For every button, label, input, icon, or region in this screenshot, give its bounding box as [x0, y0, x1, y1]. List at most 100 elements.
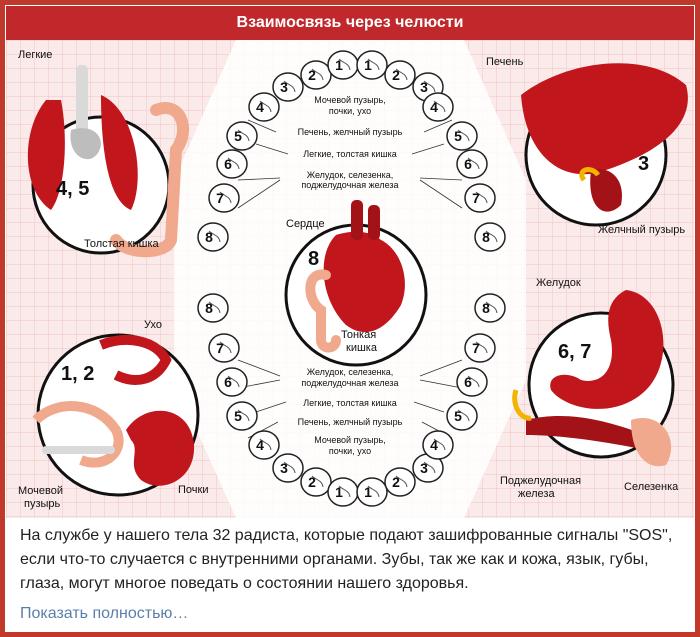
lower-tooth-crease [433, 438, 446, 451]
liver-label: Печень [486, 56, 524, 68]
upper-tooth-crease [227, 157, 240, 170]
lungs-illustration [27, 65, 190, 258]
upper-tooth-crease [467, 157, 480, 170]
lower-tooth: 7 [464, 333, 496, 363]
lower-tooth: 5 [446, 401, 478, 431]
lower-tooth: 1 [356, 477, 388, 507]
upper-tooth-shape [446, 121, 478, 151]
upper-tooth-crease [485, 230, 498, 243]
lower-tooth-number: 7 [216, 340, 224, 356]
lower-tooth-crease [219, 341, 232, 354]
upper-tooth-shape [384, 60, 416, 90]
upper-tooth-shape [474, 222, 506, 252]
lower-tooth: 7 [208, 333, 240, 363]
upper-tooth-number: 1 [364, 57, 372, 73]
lower-tooth-number: 5 [234, 408, 242, 424]
upper-tooth-crease [367, 58, 380, 71]
upper-tooth-shape [327, 50, 359, 80]
liver-number: 3 [638, 153, 649, 175]
lower-tooth-number: 8 [482, 300, 490, 316]
lower-tooth-crease [423, 461, 436, 474]
upper-tooth-number: 6 [224, 156, 232, 172]
upper-tooth: 8 [474, 222, 506, 252]
upper-tooth-crease [457, 129, 470, 142]
lower-tooth-shape [356, 477, 388, 507]
upper-tooth-number: 4 [430, 99, 438, 115]
lower-tooth-crease [283, 461, 296, 474]
pancreas-label-2: железа [518, 488, 555, 500]
upper-tooth-shape [208, 183, 240, 213]
kidneys-label: Почки [178, 484, 208, 496]
lower-tooth-shape [226, 401, 258, 431]
upper-row-4: Легкие, толстая кишка [303, 149, 396, 159]
pancreas-label-1: Поджелудочная [500, 475, 581, 487]
ear-kidney-illustration [32, 335, 195, 486]
upper-row-6: поджелудочная железа [301, 180, 398, 190]
lower-tooth-number: 4 [430, 437, 438, 453]
show-more-link[interactable]: Показать полностью… [20, 605, 189, 622]
upper-tooth: 5 [446, 121, 478, 151]
upper-tooth: 8 [197, 222, 229, 252]
upper-tooth-crease [219, 191, 232, 204]
spleen-label: Селезенка [624, 481, 679, 493]
upper-tooth-number: 7 [216, 190, 224, 206]
upper-tooth-number: 4 [256, 99, 264, 115]
upper-tooth: 2 [300, 60, 332, 90]
lower-tooth-number: 1 [335, 484, 343, 500]
lower-tooth-number: 6 [464, 374, 472, 390]
lower-tooth: 5 [226, 401, 258, 431]
heart-label: Сердце [286, 218, 325, 230]
lower-tooth: 4 [248, 430, 280, 460]
upper-tooth-number: 7 [472, 190, 480, 206]
lower-tooth-shape [446, 401, 478, 431]
upper-row-5: Желудок, селезенка, [307, 170, 393, 180]
lower-tooth-crease [367, 485, 380, 498]
upper-row-1: Мочевой пузырь, [314, 95, 385, 105]
lower-tooth-shape [384, 467, 416, 497]
upper-tooth-shape [216, 149, 248, 179]
upper-tooth-number: 6 [464, 156, 472, 172]
upper-tooth-number: 5 [454, 128, 462, 144]
upper-tooth-number: 3 [420, 79, 428, 95]
upper-tooth: 6 [456, 149, 488, 179]
colon-label: Толстая кишка [84, 238, 160, 250]
lower-tooth-crease [227, 375, 240, 388]
upper-tooth-crease [475, 191, 488, 204]
lower-tooth-crease [457, 409, 470, 422]
upper-tooth-shape [300, 60, 332, 90]
heart-illustration [305, 200, 405, 353]
upper-tooth-shape [248, 92, 280, 122]
heart-number: 8 [308, 248, 319, 270]
lower-tooth-crease [395, 475, 408, 488]
lower-tooth: 2 [384, 467, 416, 497]
lower-tooth: 8 [197, 293, 229, 323]
lower-tooth-number: 2 [392, 474, 400, 490]
lower-tooth: 8 [474, 293, 506, 323]
lower-tooth-number: 2 [308, 474, 316, 490]
lower-tooth-shape [464, 333, 496, 363]
upper-tooth-shape [226, 121, 258, 151]
lower-row-6: почки, ухо [329, 446, 371, 456]
lower-tooth-number: 6 [224, 374, 232, 390]
upper-tooth-number: 2 [308, 67, 316, 83]
lower-tooth-shape [197, 293, 229, 323]
title-bar [6, 6, 694, 40]
lower-tooth-crease [338, 485, 351, 498]
lower-tooth: 1 [327, 477, 359, 507]
lower-tooth-crease [475, 341, 488, 354]
upper-tooth: 4 [422, 92, 454, 122]
bladder-label-2: пузырь [24, 498, 61, 510]
upper-tooth-shape [422, 92, 454, 122]
lower-tooth-crease [311, 475, 324, 488]
lower-row-2: поджелудочная железа [301, 378, 398, 388]
upper-tooth-crease [283, 80, 296, 93]
upper-tooth-crease [338, 58, 351, 71]
upper-tooth: 3 [272, 72, 304, 102]
upper-tooth-crease [259, 100, 272, 113]
lungs-number: 4, 5 [56, 178, 89, 200]
upper-tooth-shape [456, 149, 488, 179]
upper-tooth-crease [423, 80, 436, 93]
lower-tooth-number: 5 [454, 408, 462, 424]
upper-tooth-number: 1 [335, 57, 343, 73]
